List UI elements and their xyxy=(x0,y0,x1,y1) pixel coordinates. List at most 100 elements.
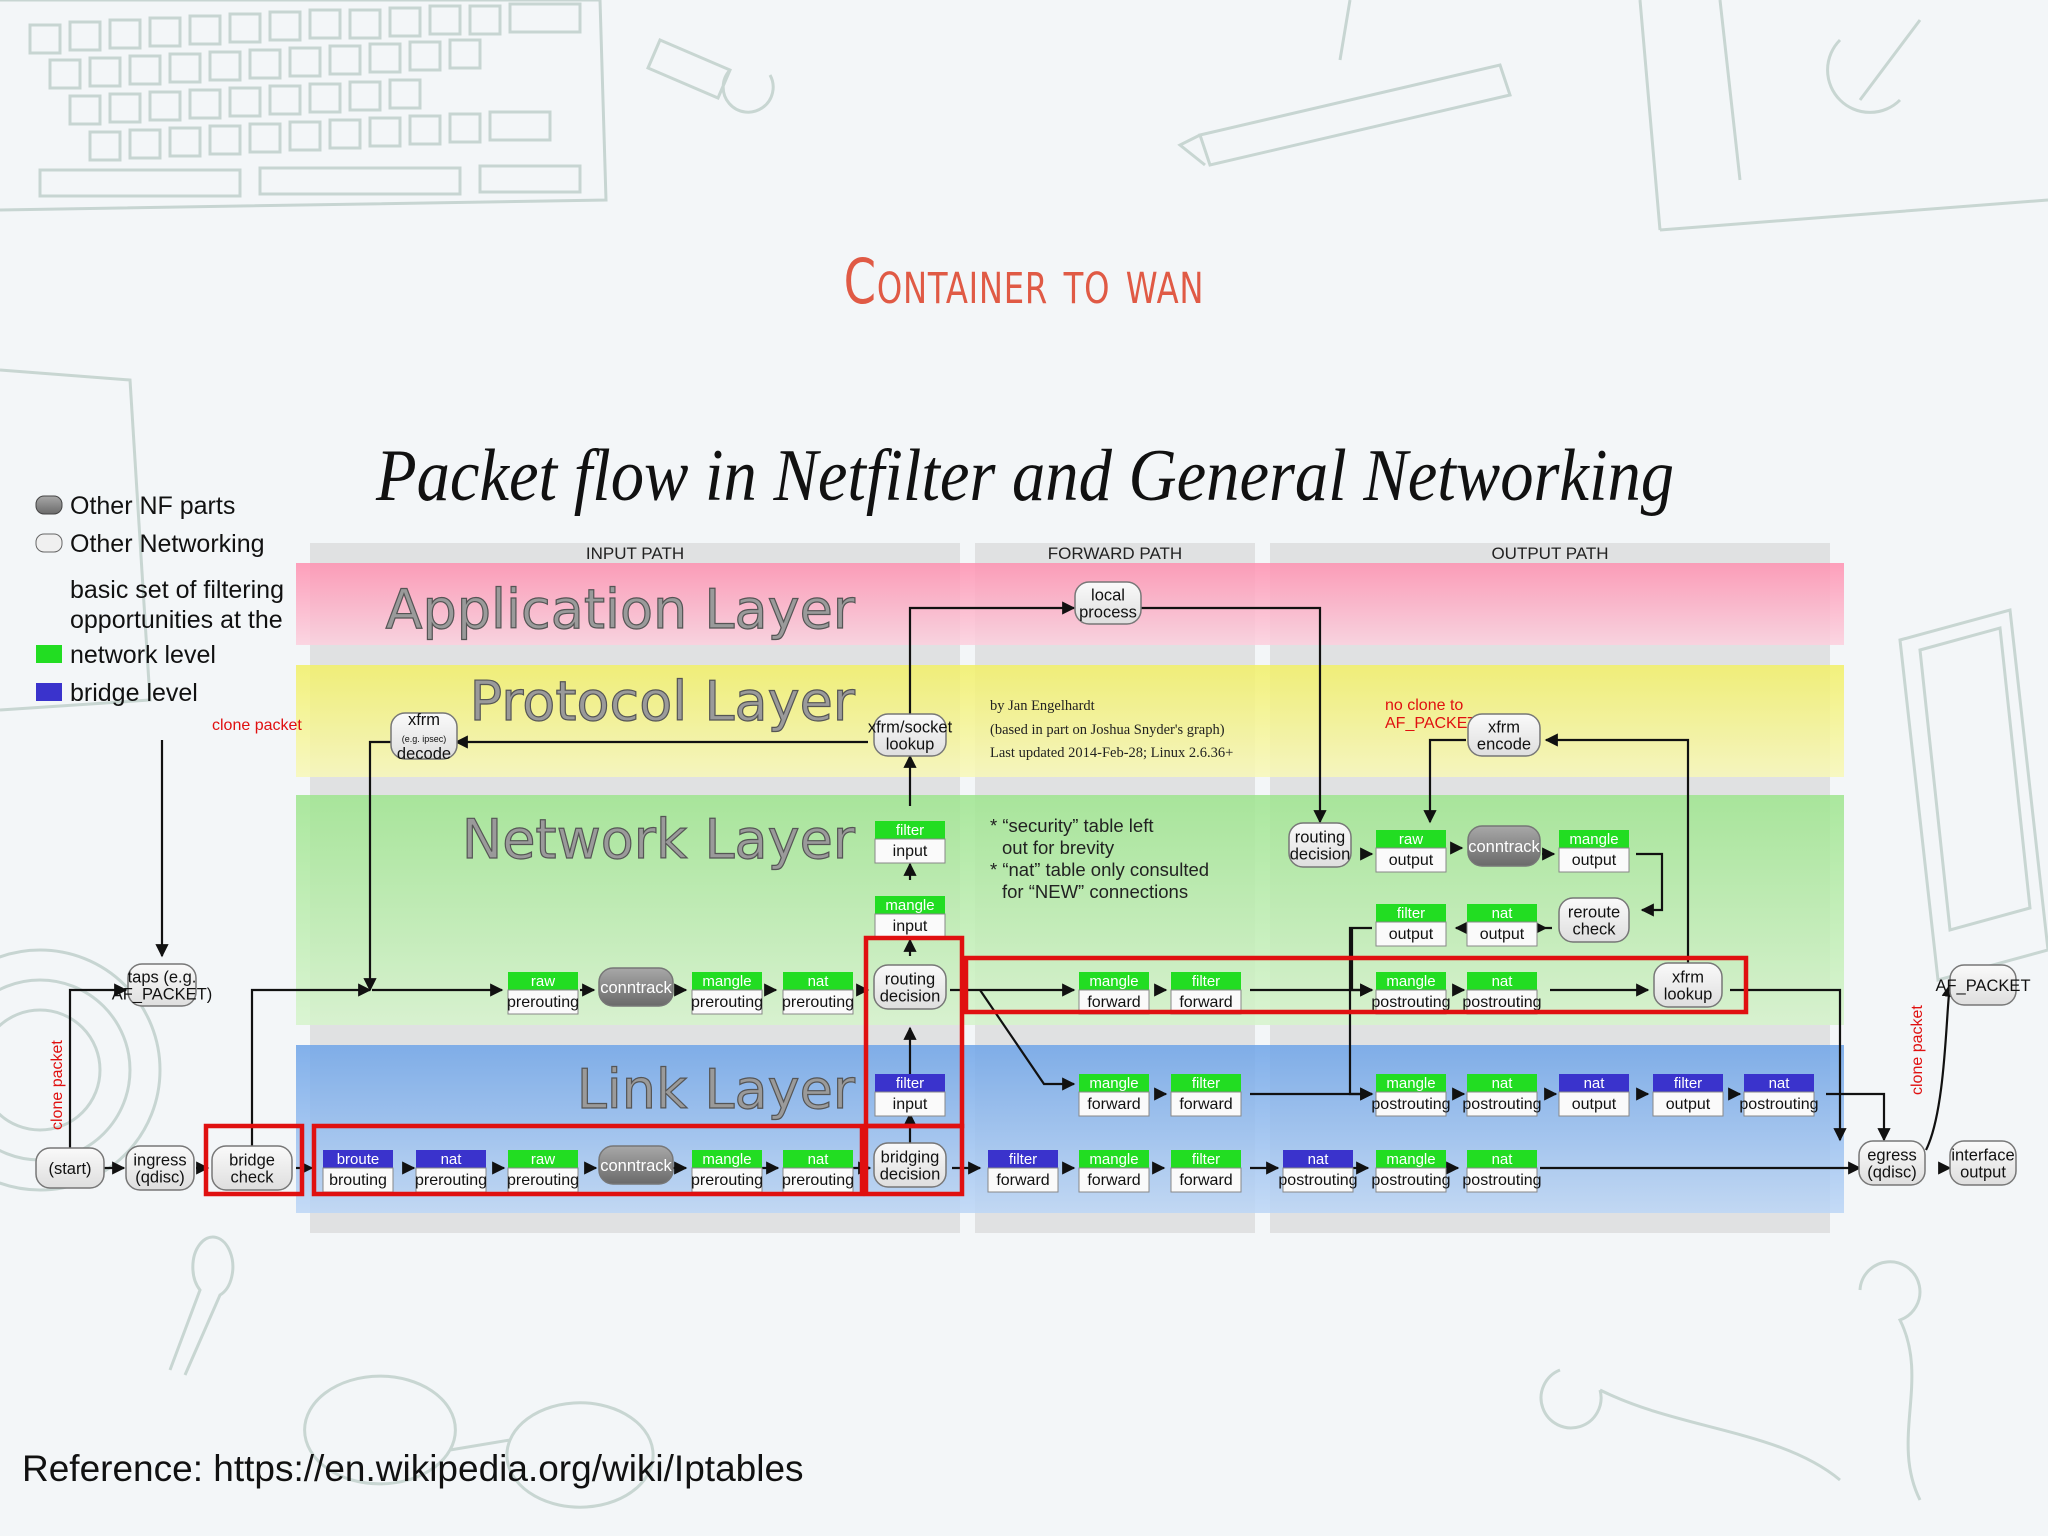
filter-output-chain-table: filter xyxy=(1397,905,1425,922)
svg-text:* “security” table left: * “security” table left xyxy=(990,815,1153,836)
nat-output-bridge-chain-table: nat xyxy=(1584,1075,1606,1092)
mangle-postrouting-link-chain-table: mangle xyxy=(1386,1151,1435,1168)
mangle-prerouting-link-chain-table: mangle xyxy=(702,1151,751,1168)
routing-decision-node-label: decision xyxy=(880,987,941,1005)
filter-forward-link2-chain-table: filter xyxy=(1192,1075,1220,1092)
legend-networking-swatch xyxy=(35,533,63,553)
nat-postrouting-link2-chain-table: nat xyxy=(1492,1075,1514,1092)
mangle-output-chain-table: mangle xyxy=(1569,831,1618,848)
mangle-forward-chain-hook: forward xyxy=(1087,994,1140,1011)
highlight-bridge-check xyxy=(203,1123,305,1197)
mangle-postrouting-link-chain: mangle postrouting xyxy=(1371,1150,1451,1193)
filter-input-chain-hook: input xyxy=(893,843,928,860)
nat-output-chain-table: nat xyxy=(1492,905,1514,922)
phone-doodle xyxy=(1898,608,2048,982)
svg-text:* “nat” table only consulted: * “nat” table only consulted xyxy=(990,859,1209,880)
filter-forward-chain-hook: forward xyxy=(1179,994,1232,1011)
filter-input-bridge-chain-hook: input xyxy=(893,1096,928,1113)
broute-brouting-chain: broute brouting xyxy=(322,1150,394,1193)
headphones-doodle xyxy=(1539,1260,1922,1501)
mangle-prerouting-chain-hook: prerouting xyxy=(691,994,763,1011)
nat-postrouting-link-chain-table: nat xyxy=(1492,1151,1514,1168)
local-process-node-label: local xyxy=(1091,586,1125,604)
raw-prerouting-link-chain-hook: prerouting xyxy=(507,1172,579,1189)
conntrack-output-node: conntrack xyxy=(1467,825,1541,867)
link-layer-label: Link Layer xyxy=(577,1058,856,1121)
nat-prerouting-link-chain-table: nat xyxy=(808,1151,830,1168)
credits: by Jan Engelhardt (based in part on Josh… xyxy=(990,698,1233,761)
broute-brouting-chain-hook: brouting xyxy=(329,1172,387,1189)
reroute-check-node-label: check xyxy=(1572,920,1616,938)
diagram-title: Packet flow in Netfilter and General Net… xyxy=(375,435,1674,517)
local-process-node-label: process xyxy=(1079,603,1137,621)
no-clone-label-2: AF_PACKET xyxy=(1385,715,1477,732)
legend-network-swatch xyxy=(36,645,62,663)
mangle-forward-link2-chain-table: mangle xyxy=(1089,1075,1138,1092)
broute-brouting-chain-table: broute xyxy=(337,1151,380,1168)
bridging-decision-node-label: bridging xyxy=(881,1148,940,1166)
keyboard-doodle xyxy=(0,0,608,212)
nat-output-bridge-chain-hook: output xyxy=(1572,1096,1617,1113)
egress-node-label: (qdisc) xyxy=(1867,1163,1917,1181)
pen-doodle xyxy=(1177,63,1512,167)
legend-nf-swatch xyxy=(35,495,63,515)
input-path-label: INPUT PATH xyxy=(586,544,684,563)
filter-input-chain: filter input xyxy=(874,821,946,864)
mangle-forward-chain-table: mangle xyxy=(1089,973,1138,990)
mangle-forward-chain: mangle forward xyxy=(1078,972,1150,1015)
clone-packet-left: clone packet xyxy=(49,1040,66,1130)
nat-prerouting-chain-hook: prerouting xyxy=(782,994,854,1011)
mangle-input-chain-table: mangle xyxy=(885,897,934,914)
taps-node-label: AF_PACKET) xyxy=(112,985,213,1003)
red-annotations: clone packet no clone to AF_PACKET clone… xyxy=(49,697,1926,1130)
output-path-label: OUTPUT PATH xyxy=(1491,544,1608,563)
xfrm-socket-lookup-node-label: xfrm/socket xyxy=(868,718,953,736)
reroute-check-node-label: reroute xyxy=(1568,903,1620,921)
interface-output-node-label: output xyxy=(1960,1163,2006,1181)
mangle-postrouting-link-chain-hook: postrouting xyxy=(1371,1172,1450,1189)
notebook-doodle xyxy=(1338,0,2048,232)
xfrm-socket-lookup-node-label: lookup xyxy=(886,735,935,753)
laptop-doodle xyxy=(0,368,152,712)
spoon-doodle xyxy=(168,1235,235,1376)
conntrack-output-node-label: conntrack xyxy=(1468,838,1540,856)
bridge-check-node-label: check xyxy=(230,1168,274,1186)
highlight-prerouting-row xyxy=(311,1123,865,1197)
filter-input-chain-table: filter xyxy=(896,822,924,839)
filter-forward-bridge-chain-hook: forward xyxy=(996,1172,1049,1189)
glasses-doodle xyxy=(303,1374,655,1509)
mangle-postrouting-link2-chain-hook: postrouting xyxy=(1371,1096,1450,1113)
legend-network-level: network level xyxy=(70,641,216,669)
conntrack-network-node: conntrack xyxy=(598,967,674,1007)
start-node: (start) xyxy=(35,1147,105,1189)
highlight-forward-postrouting-row xyxy=(963,955,1749,1015)
ingress-node: ingress(qdisc) xyxy=(125,1145,195,1191)
af-packet-node: AF_PACKET xyxy=(1935,964,2031,1006)
clone-packet-top: clone packet xyxy=(212,717,302,734)
taps-node: taps (e.g.AF_PACKET) xyxy=(112,963,213,1007)
af-packet-node-label: AF_PACKET xyxy=(1935,977,2030,995)
usb-doodle xyxy=(646,38,775,114)
bridging-decision-node-label: decision xyxy=(880,1165,941,1183)
routing-decision-output-node-label: decision xyxy=(1290,845,1351,863)
xfrm-decode-node-label: (e.g. ipsec) xyxy=(402,734,447,744)
mangle-forward-link2-chain-hook: forward xyxy=(1087,1096,1140,1113)
protocol-layer-band xyxy=(296,665,1844,777)
